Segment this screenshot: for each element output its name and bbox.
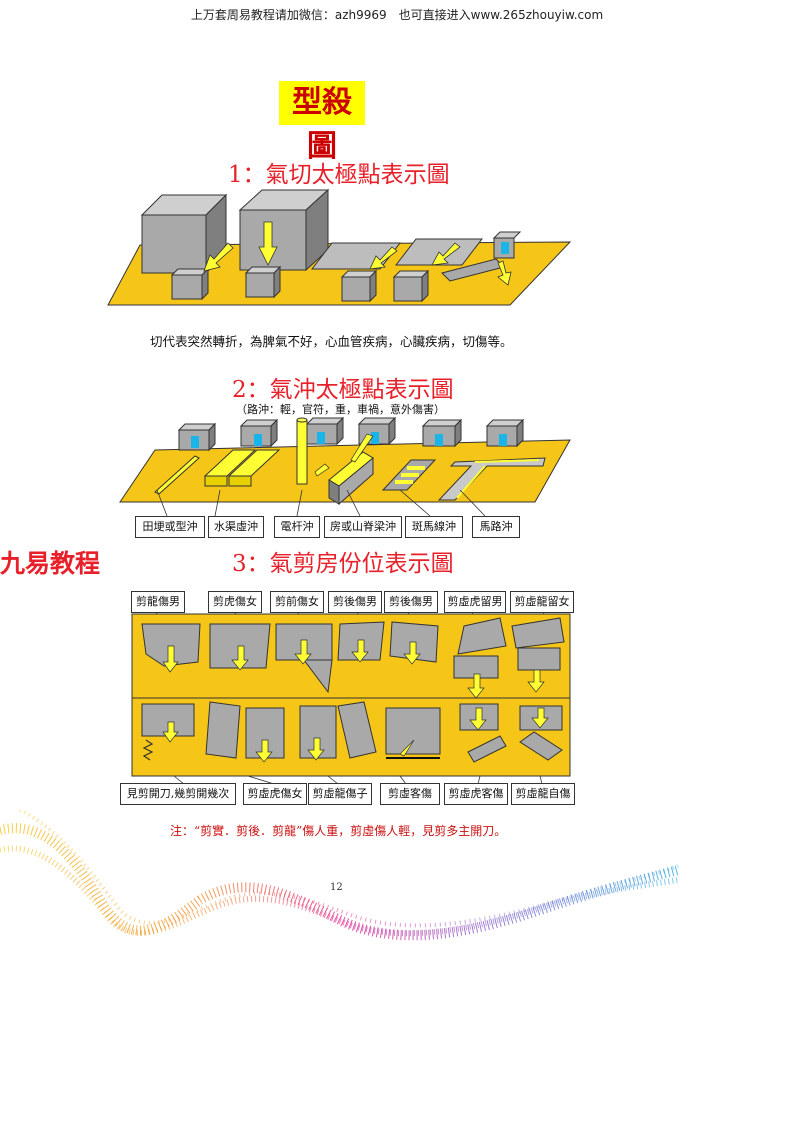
section2-title: 2：氣沖太極點表示圖	[232, 377, 454, 403]
section3-top-label-5: 剪後傷男	[384, 591, 438, 613]
section3-title: 3：氣剪房份位表示圖	[232, 551, 454, 577]
section2-label-1: 田埂或型沖	[135, 516, 205, 538]
section1-caption: 切代表突然轉折，為脾氣不好，心血管疾病，心臟疾病，切傷等。	[150, 334, 513, 349]
section2-label-3: 電杆沖	[274, 516, 320, 538]
decorative-wave	[0, 810, 680, 941]
section2-label-6: 馬路沖	[472, 516, 520, 538]
section1-diagram	[107, 188, 572, 306]
header-text: 上万套周易教程请加微信：azh9969 也可直接进入www.265zhouyiw…	[190, 8, 604, 22]
section3-top-label-3: 剪前傷女	[270, 591, 324, 613]
page-number: 12	[330, 882, 343, 893]
section2-subcaption: （路沖：輕，官符，重，車禍，意外傷害）	[236, 403, 445, 416]
section3-bottom-label-6: 剪虛龍自傷	[511, 783, 575, 805]
page-title: 型殺圖	[279, 81, 365, 164]
section3-bottom-label-5: 剪虛虎客傷	[444, 783, 508, 805]
watermark-text: 九易教程	[0, 549, 101, 578]
section3-top-label-7: 剪虛龍留女	[510, 591, 574, 613]
section3-diagram	[131, 612, 571, 784]
section3-bottom-label-3: 剪虛龍傷子	[308, 783, 372, 805]
section3-top-label-2: 剪虎傷女	[208, 591, 262, 613]
section2-diagram	[119, 416, 571, 506]
section2-label-2: 水渠虛沖	[208, 516, 264, 538]
section3-bottom-label-2: 剪虛虎傷女	[243, 783, 307, 805]
section3-top-label-4: 剪後傷男	[328, 591, 382, 613]
section3-bottom-label-1: 見剪開刀,幾剪開幾次	[120, 783, 236, 805]
section3-top-label-6: 剪虛虎留男	[444, 591, 506, 613]
section2-leaders	[156, 490, 486, 517]
section3-top-label-1: 剪龍傷男	[131, 591, 185, 613]
footnote: 注：“剪實．剪後．剪龍”傷人重，剪虛傷人輕，見剪多主開刀。	[170, 824, 507, 838]
section2-label-5: 斑馬線沖	[405, 516, 463, 538]
section1-title: 1：氣切太極點表示圖	[228, 162, 450, 188]
section3-bottom-label-4: 剪虛客傷	[380, 783, 440, 805]
section2-label-4: 房或山脊梁沖	[324, 516, 402, 538]
